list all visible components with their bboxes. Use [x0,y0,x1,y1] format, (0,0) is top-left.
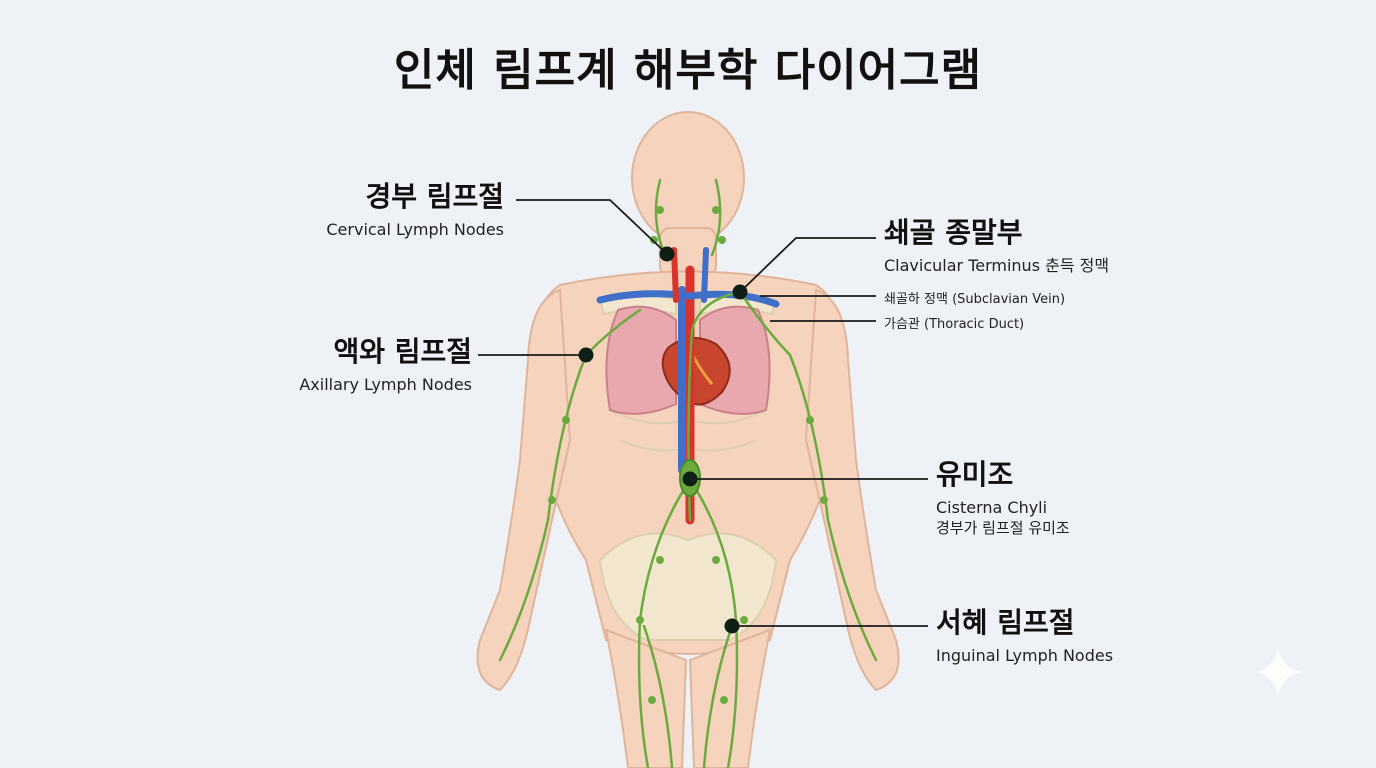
label-axillary-en: Axillary Lymph Nodes [299,374,472,394]
label-inguinal-ko: 서혜 림프절 [936,606,1075,639]
clavicular-node-dot [732,284,748,300]
label-inguinal-en: Inguinal Lymph Nodes [936,645,1114,665]
label-cervical-ko: 경부 림프절 [365,180,504,213]
small-lymph-nodes [548,206,828,704]
label-axillary-ko: 액와 림프절 [333,335,472,368]
label-cervical-en: Cervical Lymph Nodes [326,219,504,239]
label-subclavian: 쇄골하 정맥 (Subclavian Vein) [884,292,1066,307]
label-clavicular-en: Clavicular Terminus 춘득 정맥 [884,255,1110,275]
label-axillary: 액와 림프절 Axillary Lymph Nodes [299,335,472,394]
label-inguinal: 서혜 림프절 Inguinal Lymph Nodes [936,606,1113,665]
cisterna-node-dot [682,471,698,487]
label-clavicular-ko: 쇄골 종말부 [884,216,1023,249]
sparkle-icon [1256,648,1300,696]
label-cisterna-sub: 경부가 림프절 유미조 [936,518,1070,537]
inguinal-node-dot [724,618,740,634]
axillary-node-dot [578,347,594,363]
page-title: 인체 림프계 해부학 다이어그램 [393,45,983,96]
label-clavicular: 쇄골 종말부 Clavicular Terminus 춘득 정맥 [884,216,1109,275]
label-cervical: 경부 림프절 Cervical Lymph Nodes [326,180,504,239]
key-node-dots [578,246,748,634]
label-cisterna: 유미조 Cisterna Chyli 경부가 림프절 유미조 [936,458,1070,537]
leader-lines [478,199,928,627]
label-cisterna-en: Cisterna Chyli [936,497,1048,517]
label-cisterna-ko: 유미조 [936,458,1014,491]
cervical-node-dot [659,246,675,262]
label-thoracic: 가슴관 (Thoracic Duct) [884,317,1025,332]
